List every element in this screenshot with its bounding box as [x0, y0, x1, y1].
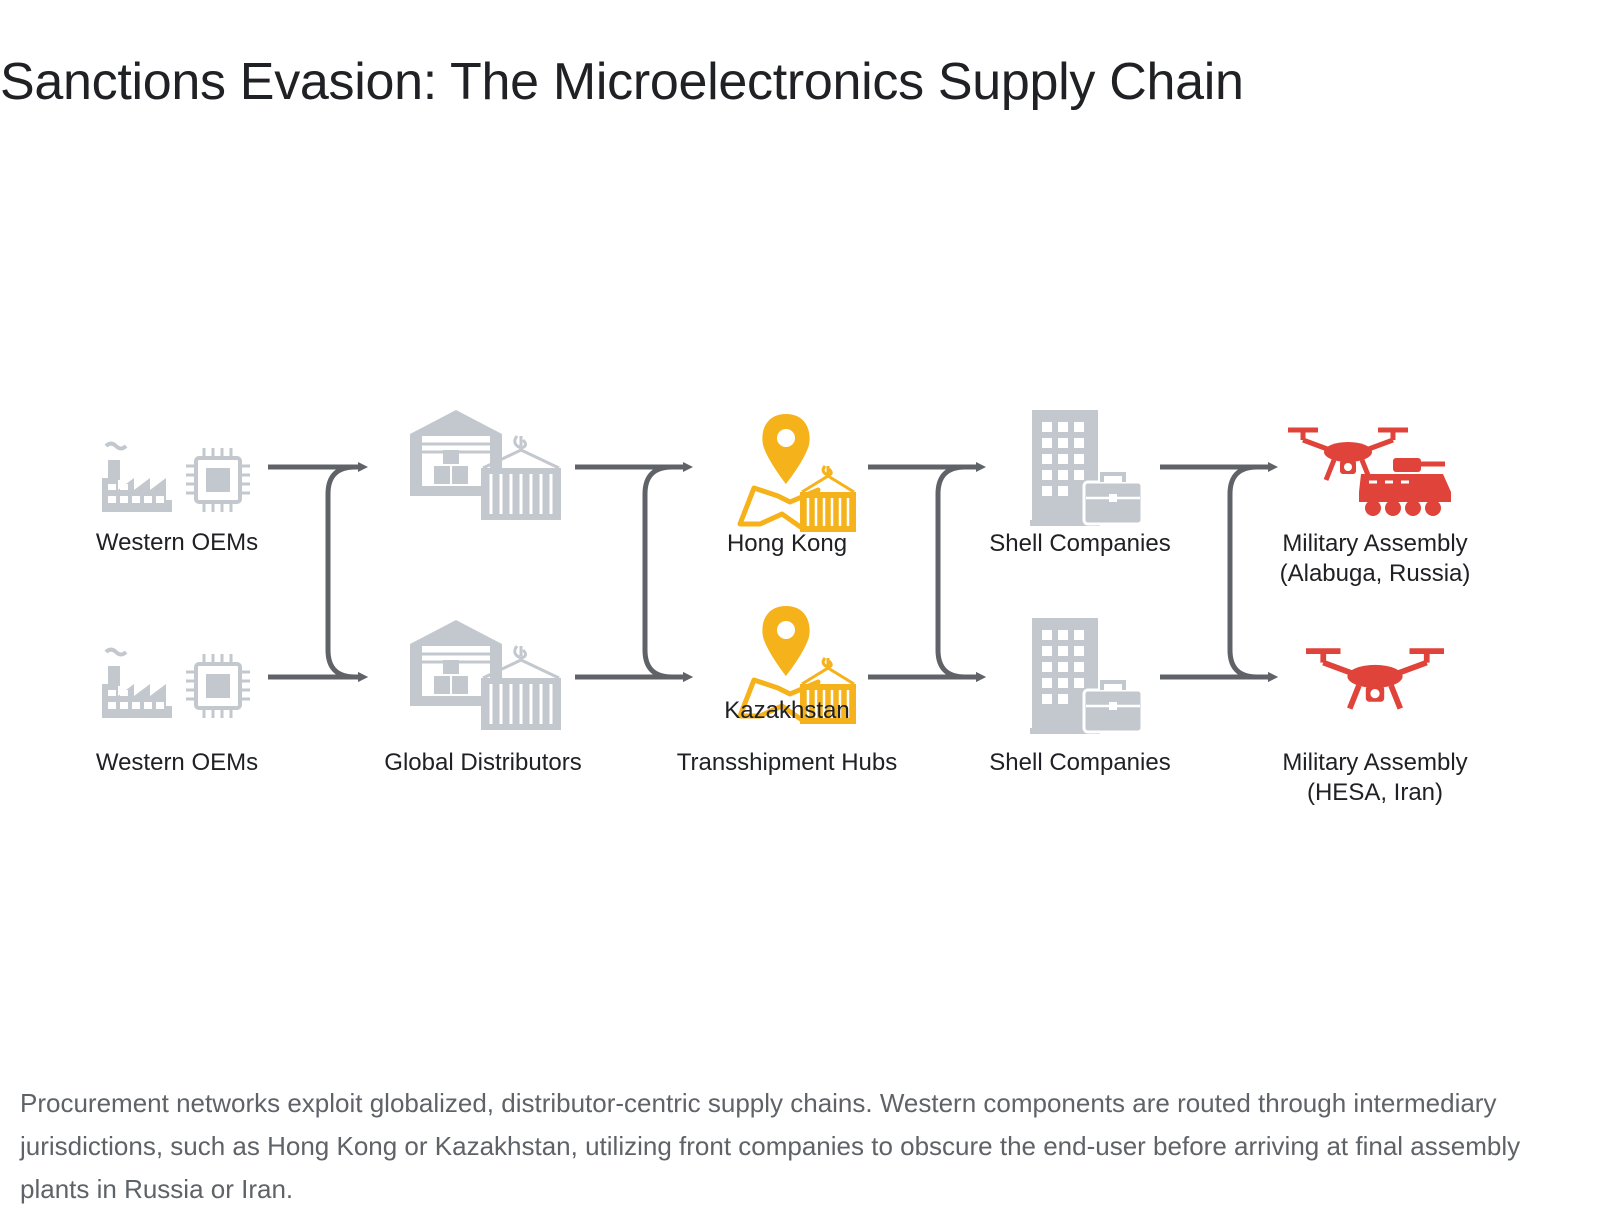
shell-top-node: Shell Companies [989, 408, 1171, 557]
drone-icon [1306, 651, 1444, 709]
office-building-icon [1028, 616, 1144, 736]
oem-top-label: Western OEMs [96, 529, 258, 556]
page-title: Sanctions Evasion: The Microelectronics … [0, 53, 1244, 111]
tank-icon [1359, 458, 1451, 516]
hub-hong-kong-label: Hong Kong [727, 530, 847, 557]
caption: Procurement networks exploit globalized,… [20, 1088, 1521, 1204]
military-russia-label-line2: (Alabuga, Russia) [1280, 560, 1471, 587]
distributor-bottom-node [408, 618, 563, 732]
hub-kazakhstan-node: Kazakhstan [724, 606, 856, 724]
distributors-label: Global Distributors [384, 749, 581, 776]
oem-bottom-node: Western OEMs [96, 647, 258, 776]
oem-bottom-label: Western OEMs [96, 749, 258, 776]
drone-icon [1288, 430, 1408, 480]
oem-top-node: Western OEMs [96, 441, 258, 556]
military-iran-node: Military Assembly (HESA, Iran) [1282, 651, 1468, 806]
arrow-hub-cross [935, 464, 986, 682]
distributor-top-node [408, 408, 563, 522]
hub-kazakhstan-label: Kazakhstan [724, 697, 849, 724]
shell-top-label: Shell Companies [989, 530, 1170, 557]
military-russia-node: Military Assembly (Alabuga, Russia) [1280, 430, 1471, 587]
chip-icon [184, 652, 252, 720]
military-iran-label-line1: Military Assembly [1282, 749, 1467, 776]
factory-icon [100, 647, 174, 720]
factory-icon [100, 441, 174, 514]
flow-arrows [268, 462, 1278, 682]
arrow-shell-cross [1227, 464, 1278, 682]
office-building-icon [1028, 408, 1144, 528]
location-pin-icon [740, 414, 856, 532]
shell-bottom-label: Shell Companies [989, 749, 1170, 776]
hubs-label: Transshipment Hubs [677, 749, 898, 776]
hub-hong-kong-node: Hong Kong [727, 414, 856, 557]
shell-bottom-node: Shell Companies [989, 616, 1171, 776]
arrow-oem-cross [325, 464, 368, 682]
military-iran-label-line2: (HESA, Iran) [1307, 779, 1443, 806]
military-russia-label-line1: Military Assembly [1282, 530, 1467, 557]
arrow-dist-cross [642, 464, 693, 682]
chip-icon [184, 446, 252, 514]
